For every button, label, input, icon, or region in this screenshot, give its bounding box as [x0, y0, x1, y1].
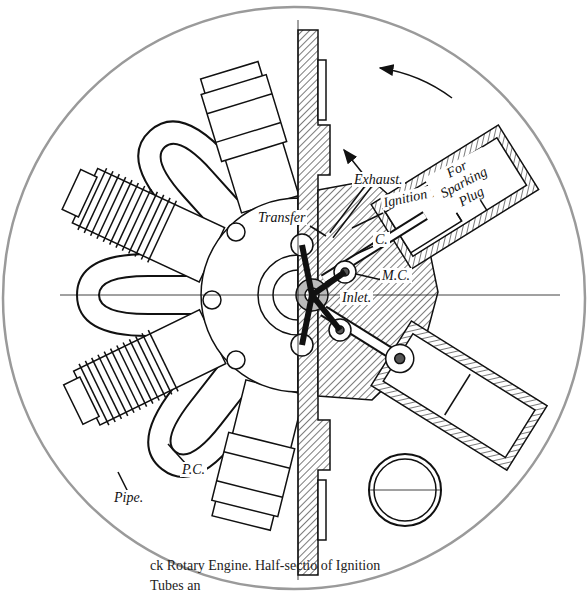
cylinder	[57, 159, 226, 286]
part-label: Inlet.	[340, 290, 373, 305]
part-label: Pipe.	[112, 490, 145, 505]
cylinder	[197, 60, 303, 214]
part-label: P.C.	[180, 462, 207, 477]
part-label: M.C.	[380, 268, 412, 283]
part-label: Transfer	[256, 210, 307, 225]
cylinder	[58, 306, 227, 435]
part-label: Exhaust.	[352, 172, 405, 187]
cylinder	[208, 379, 308, 531]
part-label: C.	[373, 232, 390, 247]
figure-caption: ck Rotary Engine. Half-sectio of Ignitio…	[150, 556, 390, 596]
